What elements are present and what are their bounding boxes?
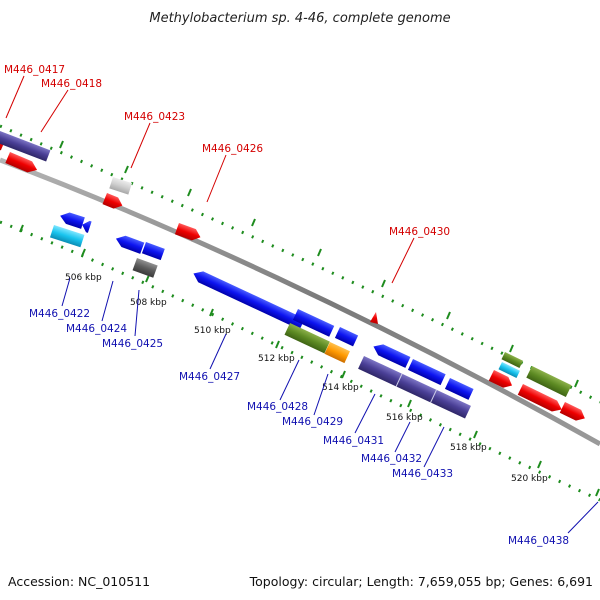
topology-text: Topology: circular; Length: 7,659,055 bp…	[249, 574, 593, 589]
label-m446-0418[interactable]: M446_0418	[40, 78, 102, 133]
label-m446-0417[interactable]: M446_0417	[4, 64, 65, 119]
gene-0426-feature[interactable]	[174, 223, 203, 243]
scale-label: 506 kbp	[65, 273, 102, 283]
label-m446-0425[interactable]: M446_0425	[102, 289, 163, 350]
gene-label-text: M446_0430	[389, 226, 450, 238]
scale-label: 516 kbp	[386, 413, 423, 423]
scale-label: 514 kbp	[322, 383, 359, 393]
label-m446-0428[interactable]: M446_0428	[247, 359, 308, 413]
gene-label-text: M446_0418	[41, 78, 102, 90]
gene-label-text: M446_0426	[202, 143, 263, 155]
track-ticks	[19, 140, 600, 497]
gene-0418-feature[interactable]	[0, 131, 51, 162]
gene-0422b-feature[interactable]	[80, 219, 92, 233]
gene-label-text: M446_0417	[4, 64, 65, 76]
gene-0431-purple-feature[interactable]	[358, 356, 471, 419]
scale-label: 512 kbp	[258, 354, 295, 364]
gene-label-text: M446_0428	[247, 401, 308, 413]
gene-0427-feature[interactable]	[191, 268, 305, 330]
gene-0427b-feature[interactable]	[292, 309, 335, 337]
label-m446-0431[interactable]: M446_0431	[323, 393, 384, 447]
gene-0422-feature[interactable]	[58, 210, 85, 229]
label-m446-0433[interactable]: M446_0433	[392, 426, 453, 480]
gene-0422-cyan-feature[interactable]	[49, 225, 85, 248]
gene-cyan-small-feature[interactable]	[498, 362, 520, 378]
gene-label-text: M446_0427	[179, 371, 240, 383]
scale-label: 520 kbp	[511, 474, 548, 484]
label-m446-0438[interactable]: M446_0438	[508, 501, 599, 547]
gene-0423b-feature[interactable]	[102, 193, 125, 211]
gene-red-small-feature[interactable]	[488, 370, 515, 391]
gene-0429-feature[interactable]	[324, 342, 350, 364]
gene-0431-feature[interactable]	[371, 341, 411, 368]
gene-label-text: M446_0425	[102, 338, 163, 350]
gene-olive-large-feature[interactable]	[526, 366, 572, 397]
label-m446-0422[interactable]: M446_0422	[29, 277, 90, 320]
gene-label-text: M446_0423	[124, 111, 185, 123]
label-m446-0432[interactable]: M446_0432	[361, 421, 422, 465]
label-m446-0426[interactable]: M446_0426	[202, 143, 263, 203]
gene-olive-small-feature[interactable]	[501, 352, 523, 368]
label-m446-0429[interactable]: M446_0429	[282, 373, 343, 428]
gene-0424-feature[interactable]	[114, 233, 145, 254]
gene-label-text: M446_0424	[66, 323, 127, 335]
label-m446-0427[interactable]: M446_0427	[179, 333, 240, 383]
gene-red-edge-feature[interactable]	[559, 402, 588, 424]
gene-0427c-feature[interactable]	[334, 327, 359, 347]
gene-0425-feature[interactable]	[132, 258, 158, 278]
scale-label: 518 kbp	[450, 443, 487, 453]
scale-label: 508 kbp	[130, 298, 167, 308]
genome-backbone	[0, 157, 600, 447]
gene-0433-feature[interactable]	[444, 378, 474, 400]
label-m446-0423[interactable]: M446_0423	[124, 111, 185, 169]
scale-label: 510 kbp	[194, 326, 231, 336]
gene-0430-feature[interactable]	[370, 312, 378, 324]
label-m446-0424[interactable]: M446_0424	[66, 280, 127, 335]
gene-0428-feature[interactable]	[284, 323, 330, 354]
gene-label-text: M446_0433	[392, 468, 453, 480]
gene-label-text: M446_0438	[508, 535, 569, 547]
gene-0418b-feature[interactable]	[5, 152, 39, 176]
accession-text: Accession: NC_010511	[8, 574, 150, 589]
gene-red-large-feature[interactable]	[517, 384, 565, 415]
gene-0423-feature[interactable]	[109, 177, 133, 195]
gene-label-text: M446_0432	[361, 453, 422, 465]
gene-label-text: M446_0429	[282, 416, 343, 428]
gene-label-text: M446_0422	[29, 308, 90, 320]
gene-label-text: M446_0431	[323, 435, 384, 447]
label-m446-0430[interactable]: M446_0430	[389, 226, 450, 284]
gene-0432-feature[interactable]	[407, 359, 446, 386]
gene-0424b-feature[interactable]	[141, 242, 165, 261]
inner-dotted-track	[0, 220, 600, 502]
map-title: Methylobacterium sp. 4-46, complete geno…	[149, 11, 450, 26]
